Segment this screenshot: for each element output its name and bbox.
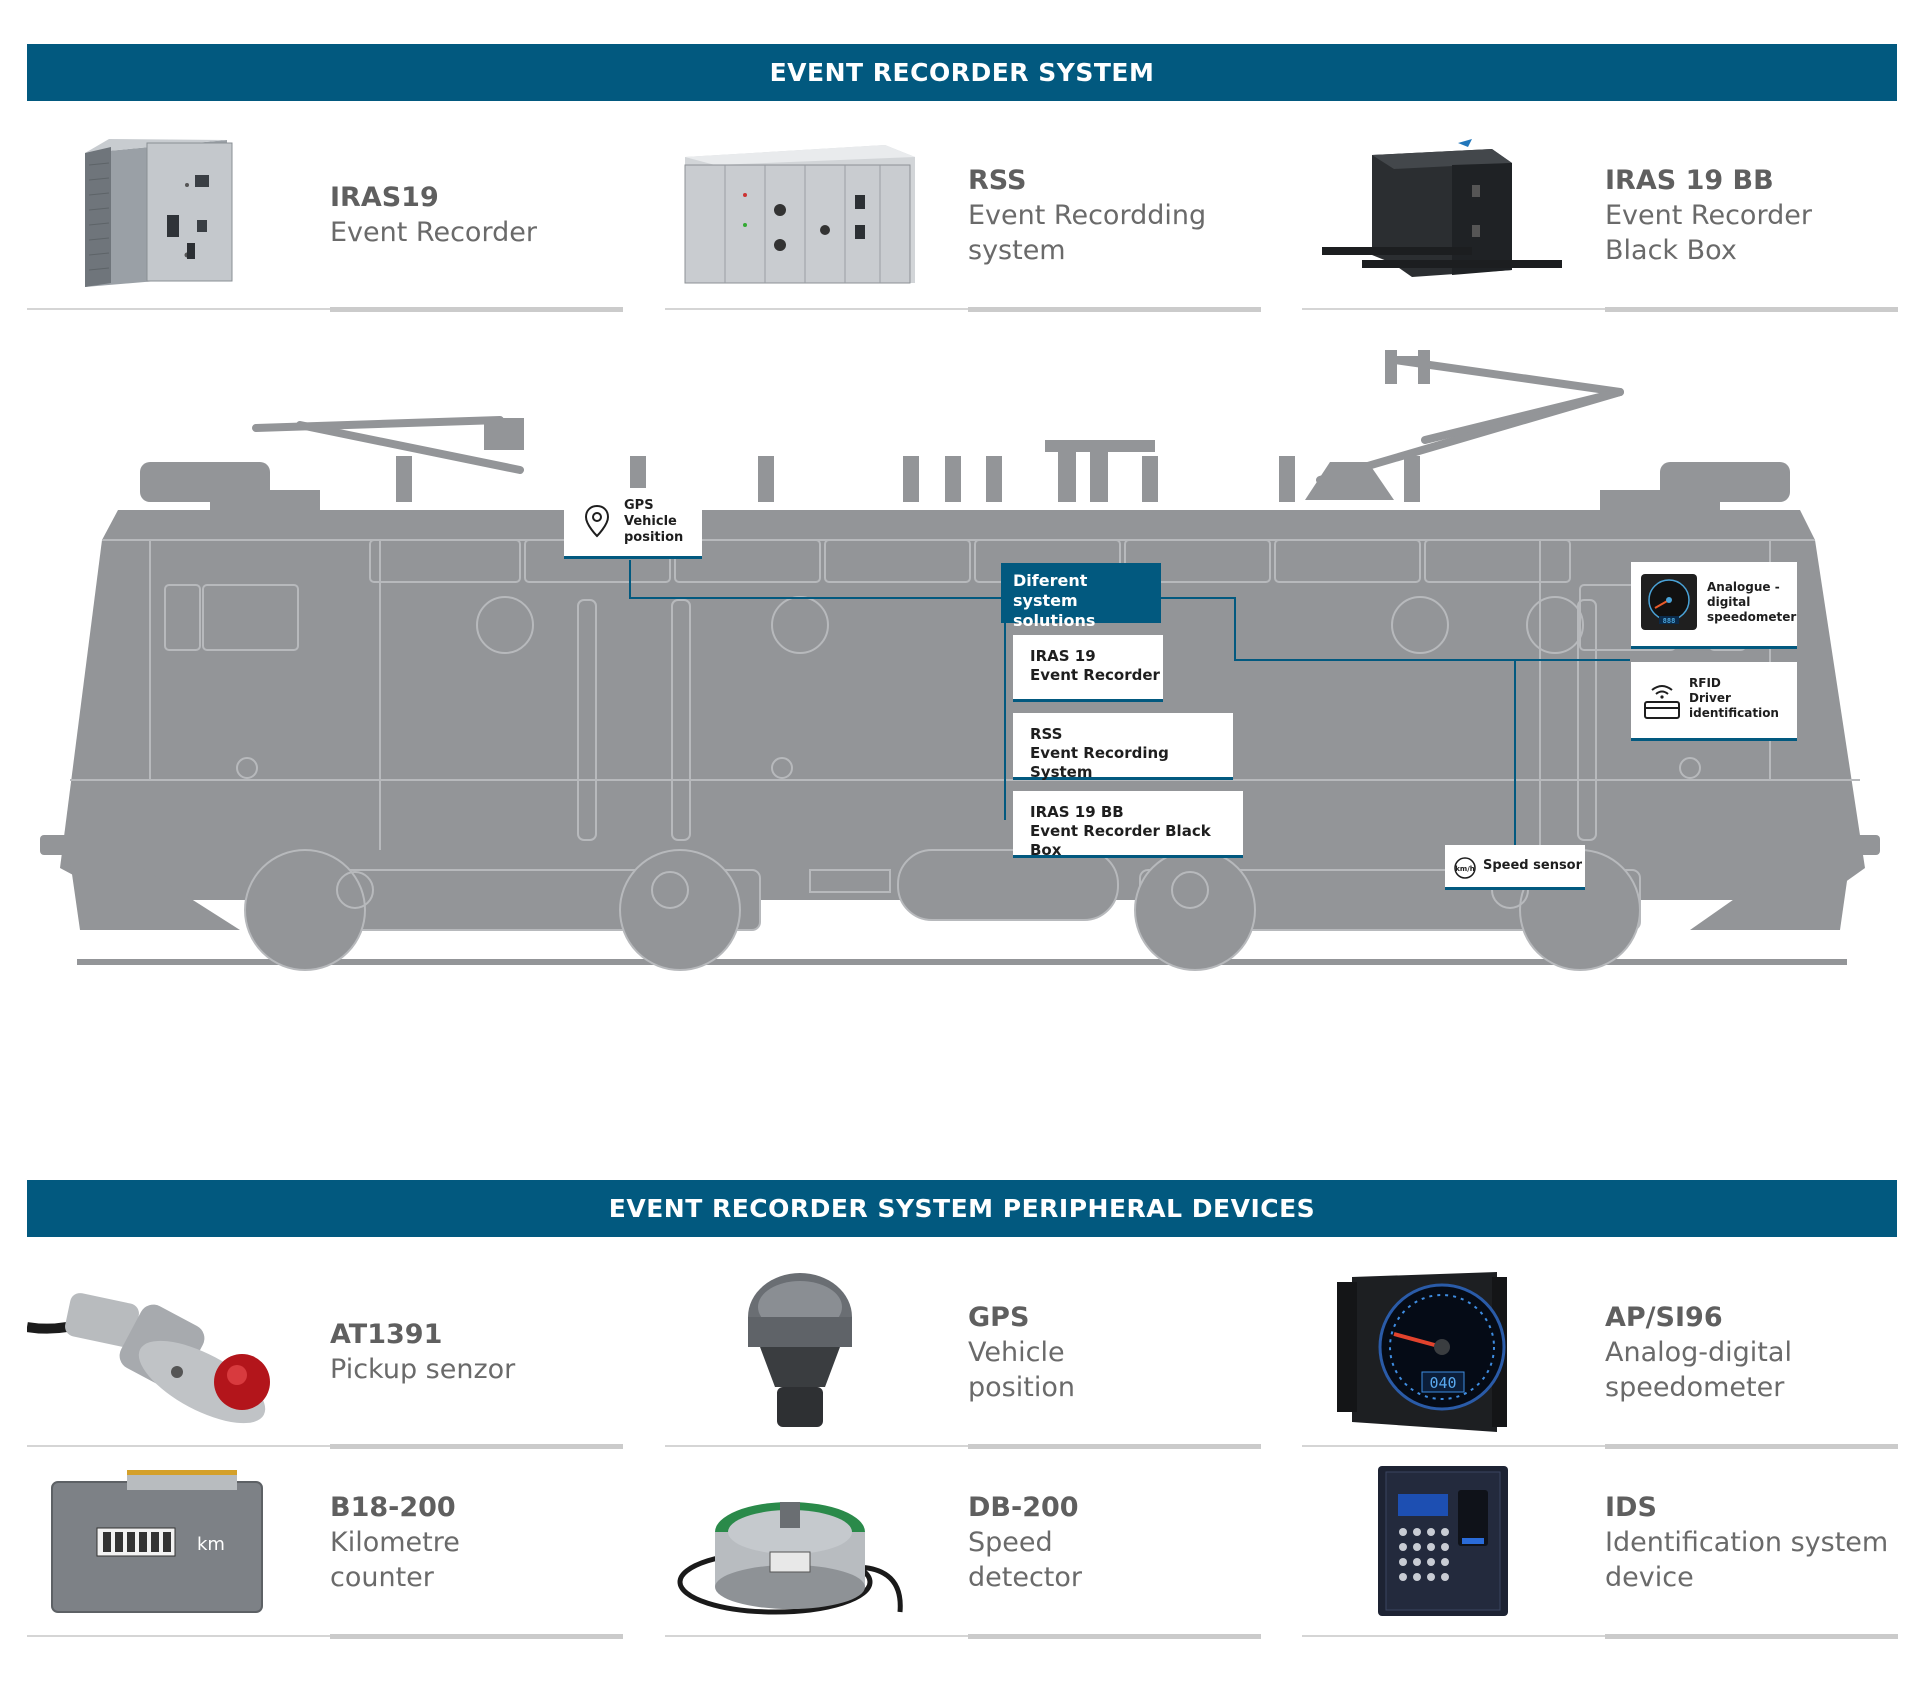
divider-accent [330,1634,623,1639]
product-card-b18-200[interactable]: km B18-200 Kilometre counter [27,1462,623,1639]
divider-accent [968,1444,1261,1449]
divider-accent [1605,307,1898,312]
rss-device-image [684,145,915,284]
divider [1302,1635,1898,1637]
product-code: RSS [968,164,1027,196]
speedometer-callout[interactable]: 888 Analogue - digital speedometer [1631,562,1797,649]
divider [665,1635,1261,1637]
solution-item-label: RSS Event Recording System [1030,725,1169,781]
location-pin-icon [584,504,610,538]
product-desc: Kilometre counter [330,1526,460,1593]
product-card-iras19[interactable]: IRAS19 Event Recorder [27,135,623,312]
product-card-gps[interactable]: GPS Vehicle position [665,1272,1261,1449]
solution-item-rss[interactable]: RSS Event Recording System [1013,713,1233,781]
solution-item-iras19bb[interactable]: IRAS 19 BB Event Recorder Black Box [1013,791,1243,859]
db-200-detector-image [677,1502,903,1615]
speedometer-callout-label: Analogue - digital speedometer [1707,580,1797,624]
product-card-db-200[interactable]: DB-200 Speed detector [665,1462,1261,1639]
section-banner-peripherals: EVENT RECORDER SYSTEM PERIPHERAL DEVICES [27,1180,1897,1237]
product-card-rss[interactable]: RSS Event Recordding system [665,135,1261,312]
solution-item-label: IRAS 19 Event Recorder [1030,647,1160,684]
rfid-callout[interactable]: RFID Driver identification [1631,662,1797,741]
rfid-callout-label: RFID Driver identification [1689,676,1779,720]
product-code: IDS [1605,1491,1657,1523]
speedometer-photo-readout: 040 [1429,1374,1456,1392]
divider-accent [330,307,623,312]
product-code: IRAS 19 BB [1605,164,1774,196]
speed-sensor-callout-label: Speed sensor [1483,858,1583,873]
solution-item-label: IRAS 19 BB Event Recorder Black Box [1030,803,1211,859]
system-solutions-header: Diferent system solutions [1001,563,1161,630]
product-card-apsi96[interactable]: 040 AP/SI96 Analog-digital speedometer [1302,1272,1898,1449]
product-card-iras19bb[interactable]: IRAS 19 BB Event Recorder Black Box [1302,135,1898,312]
locomotive-illustration [40,350,1880,971]
gps-callout-label: GPS Vehicle position [624,498,684,545]
b18-200-counter-image: km [51,1470,263,1613]
product-desc: Event Recorder [330,217,537,248]
product-desc: Vehicle position [968,1336,1075,1403]
at1391-sensor-image [27,1293,270,1424]
speed-sensor-callout[interactable]: km/h Speed sensor [1445,845,1585,890]
divider-accent [968,1634,1261,1639]
divider [1302,308,1898,310]
speedometer-icon: 888 [1641,574,1697,630]
solution-item-iras19[interactable]: IRAS 19 Event Recorder [1013,635,1163,702]
divider-accent [330,1444,623,1449]
divider-accent [968,307,1261,312]
product-desc: Event Recorder Black Box [1605,199,1812,266]
product-code: IRAS19 [330,182,439,213]
product-code: AP/SI96 [1605,1301,1723,1333]
speedometer-readout: 888 [1663,617,1676,625]
speed-sensor-icon: km/h [1454,857,1476,879]
divider [27,1445,623,1447]
product-code: B18-200 [330,1491,456,1523]
product-desc: Analog-digital speedometer [1605,1336,1792,1403]
km-counter-unit: km [197,1534,225,1555]
divider [27,1635,623,1637]
product-card-at1391[interactable]: AT1391 Pickup senzor [27,1272,623,1449]
divider [665,308,1261,310]
locomotive-diagram: GPS Vehicle position Diferent system sol… [0,330,1920,990]
product-desc: Identification system device [1605,1526,1889,1593]
product-code: DB-200 [968,1491,1079,1523]
product-desc: Event Recordding system [968,199,1207,266]
divider [27,308,623,310]
iras19bb-device-image [1322,139,1562,277]
divider [1302,1445,1898,1447]
gps-antenna-image [748,1273,852,1427]
divider [665,1445,1261,1447]
rfid-card-icon [1644,685,1680,719]
gps-callout[interactable]: GPS Vehicle position [564,488,702,559]
product-code: GPS [968,1301,1030,1333]
divider-accent [1605,1634,1898,1639]
ids-device-image [1378,1466,1508,1616]
iras19-device-image [85,139,233,287]
section-banner-system: EVENT RECORDER SYSTEM [27,44,1897,101]
product-card-ids[interactable]: IDS Identification system device [1302,1462,1898,1639]
speed-sensor-unit: km/h [1455,865,1475,873]
product-desc: Pickup senzor [330,1354,516,1385]
product-code: AT1391 [330,1319,443,1350]
product-desc: Speed detector [968,1526,1082,1593]
divider-accent [1605,1444,1898,1449]
apsi96-speedometer-image: 040 [1337,1272,1507,1432]
